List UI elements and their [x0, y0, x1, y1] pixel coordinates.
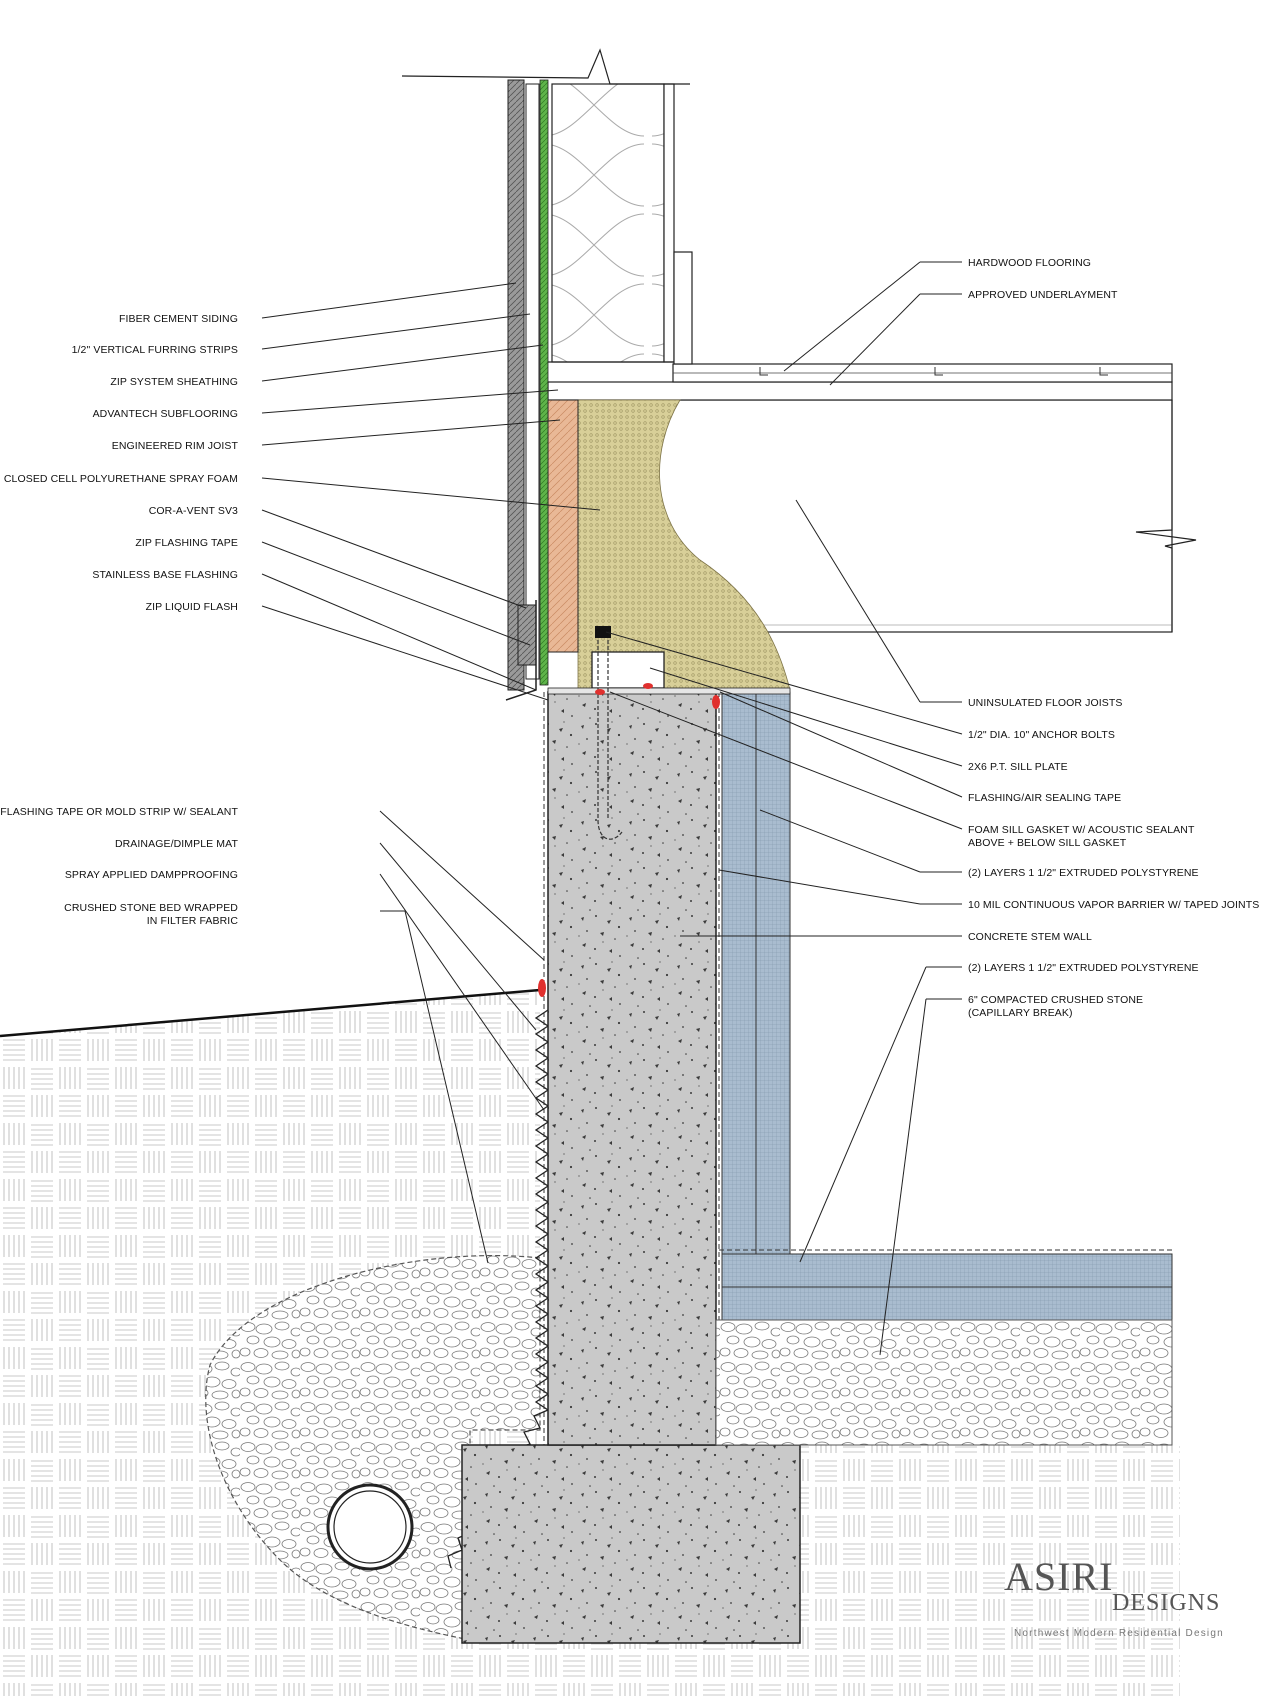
- callout-line: CONCRETE STEM WALL: [968, 931, 1092, 943]
- callout-uninsulated-floor-joists: UNINSULATED FLOOR JOISTS: [968, 697, 1122, 709]
- closed-cell-spray-foam: [577, 399, 791, 691]
- callout-closed-cell-spray-foam: CLOSED CELL POLYURETHANE SPRAY FOAM: [4, 473, 238, 485]
- callout-line: DRAINAGE/DIMPLE MAT: [115, 838, 239, 850]
- anchor-nut: [595, 626, 611, 638]
- grade-line: [0, 988, 541, 1038]
- callout-line: FLASHING/AIR SEALING TAPE: [968, 792, 1121, 804]
- callout-cor-a-vent: COR-A-VENT SV3: [149, 505, 238, 517]
- wall-top-break: [401, 48, 690, 85]
- callout-vapor-barrier: 10 MIL CONTINUOUS VAPOR BARRIER W/ TAPED…: [968, 899, 1259, 911]
- callout-stainless-base-flashing: STAINLESS BASE FLASHING: [92, 569, 238, 581]
- brand-tagline: Northwest Modern Residential Design: [1014, 1628, 1224, 1639]
- callout-line: IN FILTER FABRIC: [147, 915, 239, 927]
- callout-line: (2) LAYERS 1 1/2" EXTRUDED POLYSTYRENE: [968, 962, 1199, 974]
- callout-line: COR-A-VENT SV3: [149, 505, 238, 517]
- concrete-stem-wall: [547, 691, 717, 1446]
- anchor-bolt: [597, 628, 623, 840]
- sealant-bead-2: [643, 683, 653, 689]
- furring-strips: [525, 83, 540, 680]
- callout-engineered-rim-joist: ENGINEERED RIM JOIST: [112, 440, 239, 452]
- engineered-rim-joist: [547, 399, 579, 653]
- sealant-bead-3: [712, 695, 720, 709]
- drain-pipe-inner: [333, 1490, 407, 1564]
- callout-line: CLOSED CELL POLYURETHANE SPRAY FOAM: [4, 473, 238, 485]
- callout-line: UNINSULATED FLOOR JOISTS: [968, 697, 1122, 709]
- subfloor: [547, 381, 1173, 401]
- callout-zip-system-sheathing: ZIP SYSTEM SHEATHING: [110, 376, 238, 388]
- sill-gasket: [547, 687, 791, 695]
- callout-line: FLASHING TAPE OR MOLD STRIP W/ SEALANT: [0, 806, 238, 818]
- callout-line: FIBER CEMENT SIDING: [119, 313, 238, 325]
- callouts-right: HARDWOOD FLOORING APPROVED UNDERLAYMENT UN…: [968, 257, 1259, 1019]
- callout-anchor-bolts: 1/2" DIA. 10" ANCHOR BOLTS: [968, 729, 1115, 741]
- wall-batt-insulation: [551, 83, 665, 363]
- callout-line: FOAM SILL GASKET W/ ACOUSTIC SEALANT: [968, 824, 1195, 836]
- brand-name: ASIRI: [1004, 1554, 1113, 1599]
- callout-spray-dampproofing: SPRAY APPLIED DAMPPROOFING: [65, 869, 238, 881]
- concrete-footing: [461, 1444, 801, 1644]
- callout-line: SPRAY APPLIED DAMPPROOFING: [65, 869, 238, 881]
- callout-line: HARDWOOD FLOORING: [968, 257, 1091, 269]
- callout-line: ENGINEERED RIM JOIST: [112, 440, 239, 452]
- sill-plate: [591, 651, 665, 689]
- callout-line: APPROVED UNDERLAYMENT: [968, 289, 1118, 301]
- leader-lines-left: [261, 282, 601, 1264]
- callout-compacted-crushed-stone: 6" COMPACTED CRUSHED STONE(CAPILLARY BRE…: [968, 994, 1143, 1019]
- callout-zip-flashing-tape: ZIP FLASHING TAPE: [135, 537, 238, 549]
- callout-line: (CAPILLARY BREAK): [968, 1007, 1073, 1019]
- callout-line: (2) LAYERS 1 1/2" EXTRUDED POLYSTYRENE: [968, 867, 1199, 879]
- brand-logo: ASIRI DESIGNS Northwest Modern Residenti…: [1004, 1554, 1224, 1639]
- compacted-crushed-stone: [715, 1319, 1173, 1446]
- callout-advantech-subflooring: ADVANTECH SUBFLOORING: [93, 408, 238, 420]
- fiber-cement-siding: [507, 79, 525, 691]
- callout-sill-plate: 2X6 P.T. SILL PLATE: [968, 761, 1068, 773]
- cor-a-vent: [517, 604, 537, 666]
- callout-line: 2X6 P.T. SILL PLATE: [968, 761, 1068, 773]
- callout-line: ZIP FLASHING TAPE: [135, 537, 238, 549]
- crushed-stone-bed: [205, 1255, 541, 1641]
- callout-line: 10 MIL CONTINUOUS VAPOR BARRIER W/ TAPED…: [968, 899, 1259, 911]
- perforated-drain-pipe: [326, 1483, 414, 1571]
- callout-drainage-dimple-mat: DRAINAGE/DIMPLE MAT: [115, 838, 239, 850]
- callout-line: 1/2" VERTICAL FURRING STRIPS: [72, 344, 238, 356]
- callout-line: CRUSHED STONE BED WRAPPED: [64, 902, 238, 914]
- sealant-bead-1: [595, 689, 605, 695]
- callout-line: 6" COMPACTED CRUSHED STONE: [968, 994, 1143, 1006]
- callout-approved-underlayment: APPROVED UNDERLAYMENT: [968, 289, 1118, 301]
- callout-hardwood-flooring: HARDWOOD FLOORING: [968, 257, 1091, 269]
- callout-xps-wall: (2) LAYERS 1 1/2" EXTRUDED POLYSTYRENE: [968, 867, 1199, 879]
- zip-system-sheathing: [539, 79, 549, 686]
- callout-line: ADVANTECH SUBFLOORING: [93, 408, 238, 420]
- sealant-bead-grade: [538, 979, 546, 997]
- callout-zip-liquid-flash: ZIP LIQUID FLASH: [146, 601, 238, 613]
- baseboard-trim: [673, 251, 693, 365]
- callout-flashing-tape-mold-strip: FLASHING TAPE OR MOLD STRIP W/ SEALANT: [0, 806, 238, 818]
- callout-line: ABOVE + BELOW SILL GASKET: [968, 837, 1127, 849]
- interior-drywall: [663, 83, 675, 363]
- callout-line: 1/2" DIA. 10" ANCHOR BOLTS: [968, 729, 1115, 741]
- callout-vertical-furring-strips: 1/2" VERTICAL FURRING STRIPS: [72, 344, 238, 356]
- brand-sub: DESIGNS: [1112, 1590, 1220, 1616]
- callout-air-sealing-tape: FLASHING/AIR SEALING TAPE: [968, 792, 1121, 804]
- callouts-left: FIBER CEMENT SIDING 1/2" VERTICAL FURRING…: [0, 313, 238, 927]
- callout-line: ZIP SYSTEM SHEATHING: [110, 376, 238, 388]
- callout-xps-slab: (2) LAYERS 1 1/2" EXTRUDED POLYSTYRENE: [968, 962, 1199, 974]
- break-line-right: [1135, 400, 1197, 632]
- leader-lines-right: [605, 261, 963, 1356]
- callout-line: ZIP LIQUID FLASH: [146, 601, 238, 613]
- flooring-tongue-groove: [759, 367, 1108, 376]
- callout-fiber-cement-siding: FIBER CEMENT SIDING: [119, 313, 238, 325]
- callout-concrete-stem-wall: CONCRETE STEM WALL: [968, 931, 1092, 943]
- callout-line: STAINLESS BASE FLASHING: [92, 569, 238, 581]
